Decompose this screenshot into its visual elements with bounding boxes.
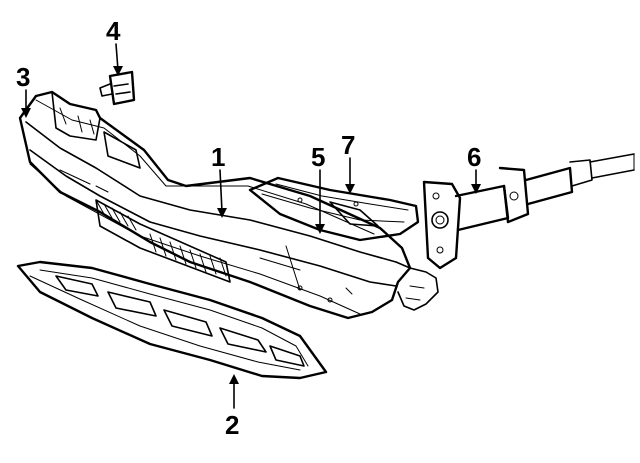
part-7-upper-bracket (248, 176, 420, 242)
part-1-bumper-assembly (18, 90, 439, 320)
part-4-bracket (99, 70, 136, 106)
callout-5: 5 (311, 142, 325, 172)
part-6-energy-absorber (422, 153, 635, 270)
callout-1: 1 (211, 142, 225, 172)
callout-6: 6 (467, 142, 481, 172)
callout-2: 2 (225, 410, 239, 440)
callout-7: 7 (341, 130, 355, 160)
callout-3: 3 (16, 62, 30, 92)
callout-4: 4 (106, 16, 121, 46)
leader-lines (21, 43, 481, 409)
part-2-lower-reinforcement (16, 260, 328, 380)
